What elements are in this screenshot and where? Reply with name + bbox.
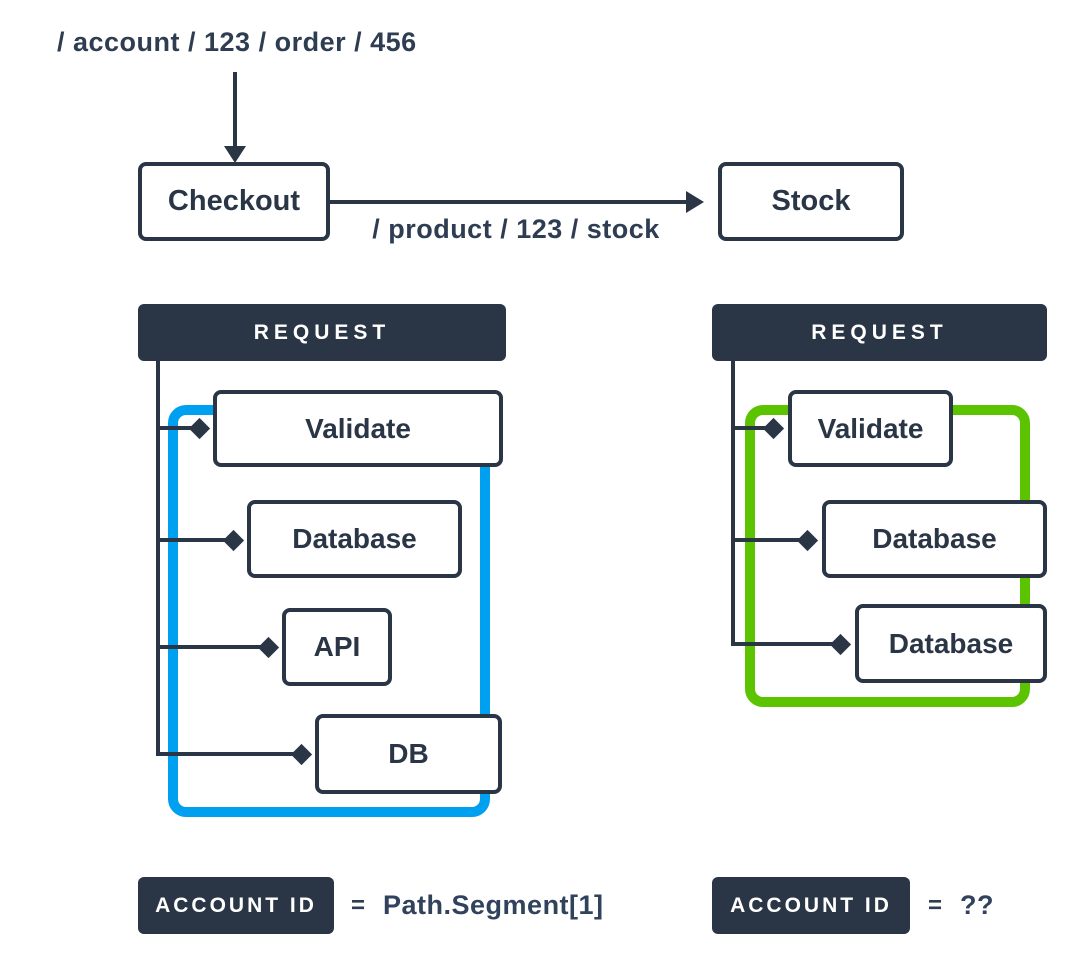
branch-line [156,538,238,542]
checkout-service-label: Checkout [167,185,301,217]
span-label: Validate [817,412,924,444]
account-id-equation: = Path.Segment[1] [351,877,604,934]
account-id-badge: ACCOUNT ID [138,877,334,934]
request-header: REQUEST [712,304,1047,361]
request-header-label: REQUEST [253,320,391,344]
right-arrow-icon [686,191,704,213]
span-label: Database [888,627,1014,659]
span-label: Database [872,523,997,554]
trace-trunk-line [156,360,160,756]
branch-line [156,645,272,649]
account-id-badge: ACCOUNT ID [712,877,910,934]
span-label: API [313,631,361,662]
branch-line [156,752,306,756]
account-id-value: ?? [960,890,995,920]
span-label: Database [292,523,417,554]
equals-sign: = [351,891,366,919]
span-box-api: API [282,608,392,686]
account-id-value: Path.Segment[1] [383,890,604,920]
account-id-badge-label: ACCOUNT ID [155,893,317,917]
stock-service-node: Stock [718,162,904,241]
span-box-database: Database [822,500,1047,578]
incoming-path-label: / account / 123 / order / 456 [57,27,417,57]
edge-path-label: / product / 123 / stock [372,214,660,244]
branch-line [156,426,204,430]
span-label: DB [388,738,429,769]
down-arrow-line [233,72,237,147]
checkout-service-node: Checkout [138,162,330,241]
span-box-database-2: Database [855,604,1047,683]
down-arrow-icon [224,146,246,163]
branch-line [731,538,811,542]
account-id-badge-label: ACCOUNT ID [730,893,892,917]
branch-line [731,426,777,430]
trace-trunk-line [731,360,735,646]
request-arrow-line [330,200,687,204]
branch-line [731,642,843,646]
span-box-db: DB [315,714,502,794]
request-header: REQUEST [138,304,506,361]
request-header-label: REQUEST [811,320,948,344]
stock-service-label: Stock [771,185,851,217]
span-box-validate: Validate [213,390,503,467]
span-box-database: Database [247,500,462,578]
account-id-equation: = ?? [928,877,994,934]
span-label: Validate [305,412,411,444]
span-box-validate: Validate [788,390,953,467]
equals-sign: = [928,891,943,919]
